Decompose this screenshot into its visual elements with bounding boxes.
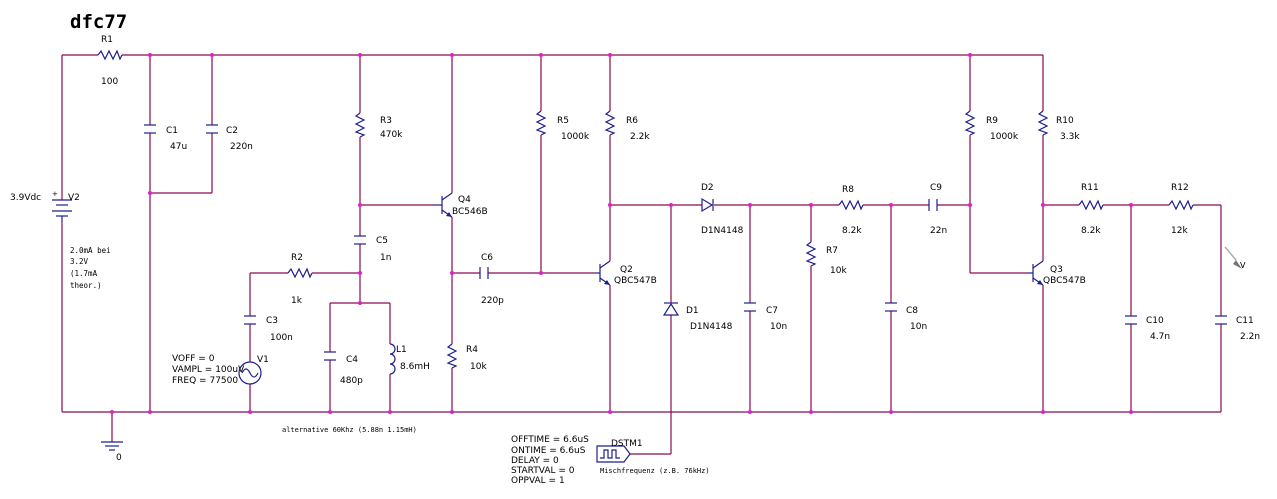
r4-ref: R4 <box>466 345 478 355</box>
c9-ref: C9 <box>930 183 942 193</box>
c3-value: 100n <box>270 333 293 343</box>
r4-value: 10k <box>470 362 487 372</box>
r3-ref: R3 <box>380 116 392 126</box>
digital-stimulus-dstm1 <box>596 445 631 463</box>
v1-param: VAMPL = 100uV <box>172 365 245 375</box>
battery-v2: + <box>52 190 72 222</box>
resistors <box>97 49 1194 369</box>
c2-value: 220n <box>230 142 253 152</box>
c10-value: 4.7n <box>1150 332 1170 342</box>
wires <box>61 54 1222 455</box>
schematic-title: dfc77 <box>70 11 127 33</box>
r3-value: 470k <box>380 130 403 140</box>
svg-text:+: + <box>52 190 58 198</box>
c8-ref: C8 <box>906 306 918 316</box>
r8-value: 8.2k <box>842 226 862 236</box>
component-labels: R1 100 C1 47u C2 220n R3 470k Q4 BC546B … <box>10 35 1260 449</box>
dstm-param: ONTIME = 6.6uS <box>511 446 586 456</box>
current-note: (1.7mA <box>70 269 98 278</box>
d2-ref: D2 <box>701 183 714 193</box>
q4-value: BC546B <box>452 207 488 217</box>
d1-value: D1N4148 <box>690 322 733 332</box>
dstm-param: STARTVAL = 0 <box>511 466 575 476</box>
r7-value: 10k <box>830 266 847 276</box>
c11-ref: C11 <box>1236 316 1254 326</box>
c10-ref: C10 <box>1146 316 1164 326</box>
ground-symbol <box>101 441 123 451</box>
q3-ref: Q3 <box>1050 265 1063 275</box>
r11-value: 8.2k <box>1081 226 1101 236</box>
r12-ref: R12 <box>1171 183 1189 193</box>
c5-value: 1n <box>380 253 391 263</box>
v2-ref: V2 <box>68 193 80 203</box>
r2-ref: R2 <box>291 253 303 263</box>
c3-ref: C3 <box>266 316 278 326</box>
r5-ref: R5 <box>557 116 569 126</box>
v1-parameters: VOFF = 0 VAMPL = 100uV FREQ = 77500 <box>172 354 245 386</box>
r6-value: 2.2k <box>630 132 650 142</box>
r9-ref: R9 <box>986 116 998 126</box>
r10-ref: R10 <box>1056 116 1074 126</box>
c4-value: 480p <box>340 376 363 386</box>
r11-ref: R11 <box>1081 183 1099 193</box>
v1-ref: V1 <box>257 355 269 365</box>
v1-param: VOFF = 0 <box>172 354 215 364</box>
r1-value: 100 <box>101 77 118 87</box>
ac-source-v1 <box>238 361 262 385</box>
mischfrequenz-note: Mischfrequenz (z.B. 76kHz) <box>600 467 710 475</box>
voltage-probe-icon <box>1224 246 1242 269</box>
l1-ref: L1 <box>396 345 407 355</box>
c9-value: 22n <box>930 226 947 236</box>
q4-ref: Q4 <box>458 195 471 205</box>
r1-ref: R1 <box>101 35 113 45</box>
capacitors <box>144 124 1227 361</box>
r7-ref: R7 <box>826 246 838 256</box>
v1-param: FREQ = 77500 <box>172 376 238 386</box>
c5-ref: C5 <box>376 236 388 246</box>
q3-value: QBC547B <box>1043 276 1086 286</box>
r10-value: 3.3k <box>1060 132 1080 142</box>
junctions <box>110 53 1133 414</box>
c7-ref: C7 <box>766 306 778 316</box>
c7-value: 10n <box>770 322 787 332</box>
c2-ref: C2 <box>226 126 238 136</box>
dstm-param: OFFTIME = 6.6uS <box>511 435 589 445</box>
q2-value: QBC547B <box>614 276 657 286</box>
current-note: theor.) <box>70 281 102 290</box>
ground-label: 0 <box>116 453 122 463</box>
c1-ref: C1 <box>166 126 178 136</box>
r2-value: 1k <box>291 296 303 306</box>
current-note: 2.0mA bei <box>70 246 111 255</box>
l1-value: 8.6mH <box>400 362 430 372</box>
r6-ref: R6 <box>626 116 638 126</box>
c8-value: 10n <box>910 322 927 332</box>
r5-value: 1000k <box>561 132 590 142</box>
diodes <box>662 197 714 316</box>
c4-ref: C4 <box>346 355 358 365</box>
c11-value: 2.2n <box>1240 332 1260 342</box>
v2-value: 3.9Vdc <box>10 193 41 203</box>
d2-value: D1N4148 <box>701 226 744 236</box>
transistors <box>436 192 1044 286</box>
c6-ref: C6 <box>481 253 493 263</box>
r9-value: 1000k <box>990 132 1019 142</box>
c1-value: 47u <box>170 142 187 152</box>
dstm-param: OPPVAL = 1 <box>511 476 565 486</box>
d1-ref: D1 <box>686 306 699 316</box>
r12-value: 12k <box>1171 226 1188 236</box>
dstm1-ref: DSTM1 <box>611 439 643 449</box>
r8-ref: R8 <box>842 185 854 195</box>
current-note: 3.2V <box>70 257 89 266</box>
annotations: 2.0mA bei 3.2V (1.7mA theor.) alternativ… <box>70 246 1246 475</box>
dstm-param: DELAY = 0 <box>511 456 559 466</box>
alternative-note: alternative 60Khz (5.88n 1.15mH) <box>282 426 417 434</box>
probe-label: V <box>1240 261 1246 270</box>
dstm1-parameters: OFFTIME = 6.6uS ONTIME = 6.6uS DELAY = 0… <box>511 435 589 486</box>
c6-value: 220p <box>481 296 504 306</box>
q2-ref: Q2 <box>620 265 633 275</box>
inductor-l1 <box>389 343 396 375</box>
